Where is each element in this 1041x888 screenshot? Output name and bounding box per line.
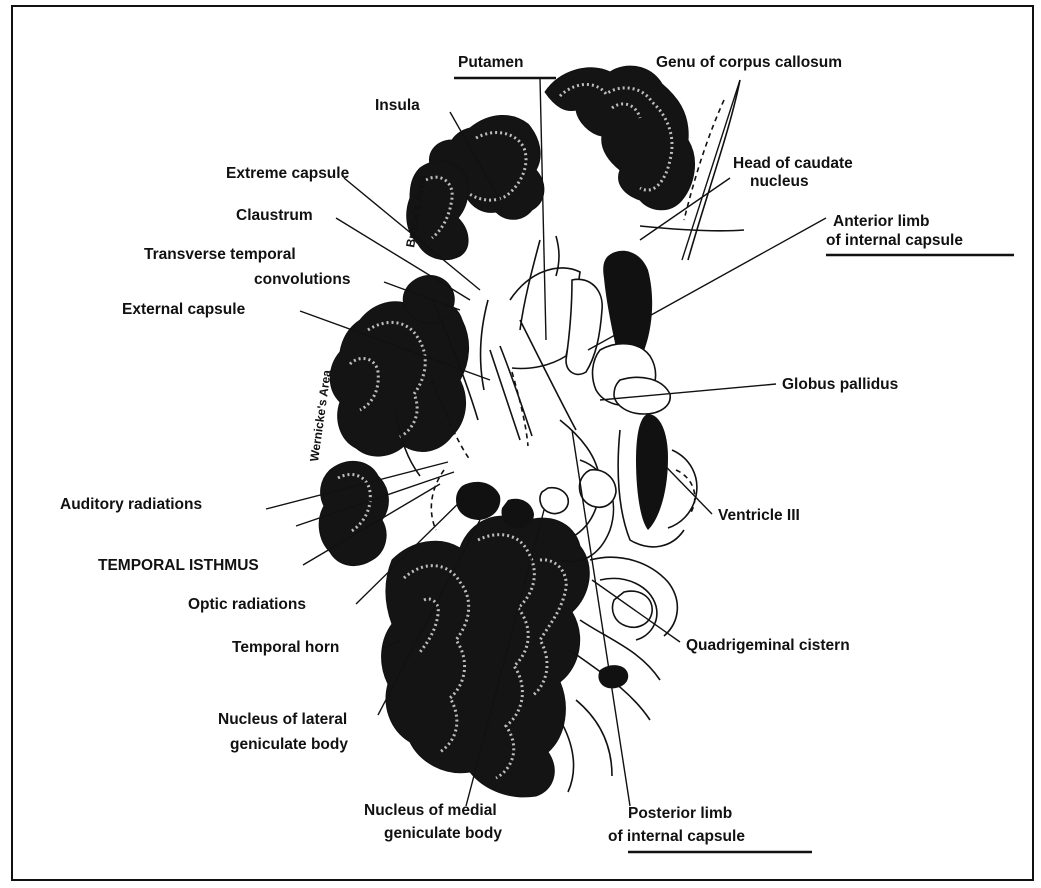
label-genu-of-corpus-callosum: Genu of corpus callosum [656, 54, 842, 71]
label-posterior-limb-2: of internal capsule [608, 828, 745, 845]
label-anterior-limb-2: of internal capsule [826, 232, 963, 249]
label-anterior-limb-1: Anterior limb [833, 213, 929, 230]
label-quadrigeminal-cistern: Quadrigeminal cistern [686, 637, 850, 654]
label-claustrum: Claustrum [236, 207, 313, 224]
label-transverse-temporal-2: convolutions [254, 271, 350, 288]
label-optic-radiations: Optic radiations [188, 596, 306, 613]
label-posterior-limb-1: Posterior limb [628, 805, 732, 822]
label-external-capsule: External capsule [122, 301, 246, 318]
label-globus-pallidus: Globus pallidus [782, 376, 898, 393]
label-medial-geniculate-1: Nucleus of medial [364, 802, 497, 819]
label-auditory-radiations: Auditory radiations [60, 496, 202, 513]
label-lateral-geniculate-2: geniculate body [230, 736, 348, 753]
label-head-of-caudate-2: nucleus [750, 173, 809, 190]
label-transverse-temporal-1: Transverse temporal [144, 246, 296, 263]
label-ventricle-iii: Ventricle III [718, 507, 800, 524]
label-insula: Insula [375, 97, 420, 114]
label-medial-geniculate-2: geniculate body [384, 825, 502, 842]
label-lateral-geniculate-1: Nucleus of lateral [218, 711, 347, 728]
label-temporal-isthmus: TEMPORAL ISTHMUS [98, 557, 259, 574]
label-extreme-capsule: Extreme capsule [226, 165, 350, 182]
label-putamen: Putamen [458, 54, 523, 71]
label-wernickes-area: Wernicke's Area [307, 369, 334, 463]
label-temporal-horn: Temporal horn [232, 639, 339, 656]
label-head-of-caudate-1: Head of caudate [733, 155, 853, 172]
